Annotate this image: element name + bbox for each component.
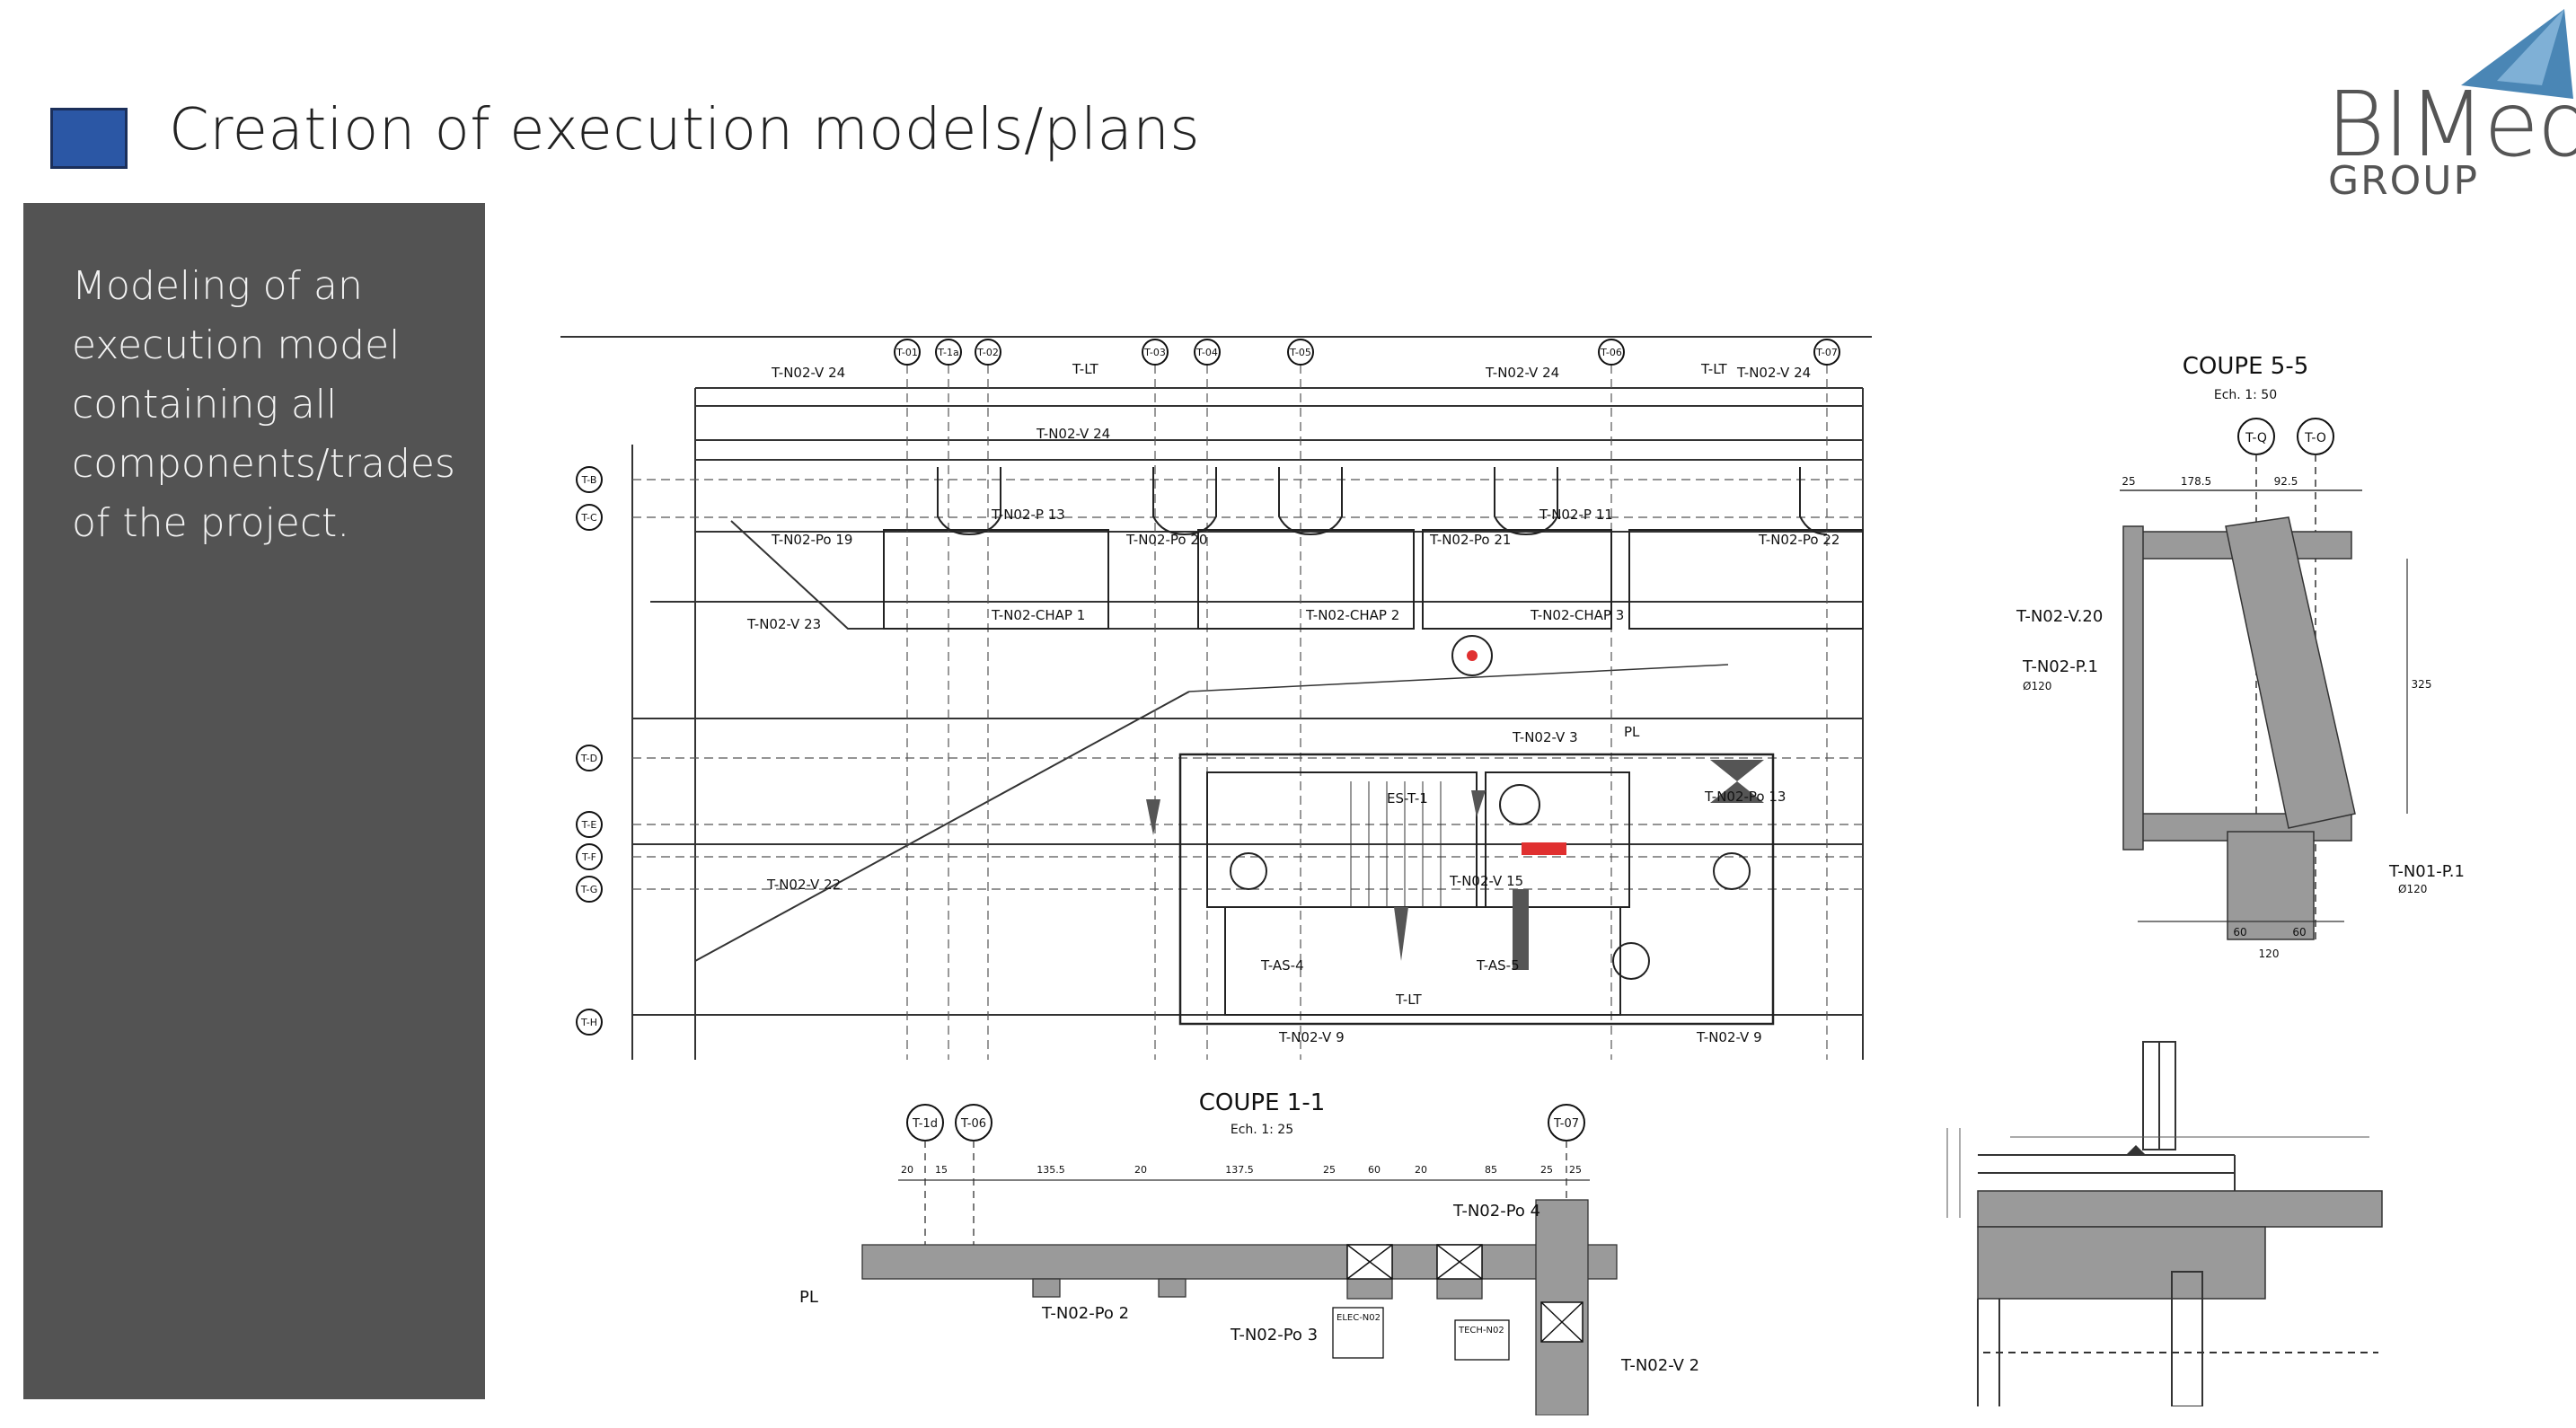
svg-text:T-LT: T-LT xyxy=(1072,361,1098,377)
svg-text:T-N02-V 22: T-N02-V 22 xyxy=(766,877,841,893)
svg-text:T-D: T-D xyxy=(580,753,597,764)
svg-text:T-N02-CHAP 3: T-N02-CHAP 3 xyxy=(1530,607,1624,623)
svg-text:T-N02-V 24: T-N02-V 24 xyxy=(1485,365,1559,381)
svg-text:T-AS-4: T-AS-4 xyxy=(1260,957,1304,974)
svg-text:T-N02-V 3: T-N02-V 3 xyxy=(1512,729,1578,745)
svg-text:T-N02-P 13: T-N02-P 13 xyxy=(991,507,1065,523)
grid-label-t-q: T-Q xyxy=(2245,431,2267,445)
dim-120: 120 xyxy=(2259,948,2280,960)
svg-text:T-05: T-05 xyxy=(1289,347,1311,358)
svg-text:T-N02-V 24: T-N02-V 24 xyxy=(1036,426,1110,442)
dim-60a: 60 xyxy=(2233,926,2246,939)
dim-c11-85: 85 xyxy=(1485,1164,1497,1176)
svg-text:T-N02-Po 13: T-N02-Po 13 xyxy=(1704,789,1786,805)
coupe-5-5-label-pile: T-N02-P.1 xyxy=(2022,657,2098,676)
grid-label-t-07: T-07 xyxy=(1553,1117,1579,1131)
coupe-1-1-title: COUPE 1-1 xyxy=(1199,1089,1326,1116)
dim-c11-137: 137.5 xyxy=(1225,1164,1254,1176)
svg-text:T-N02-V 24: T-N02-V 24 xyxy=(771,365,845,381)
coupe-1-1-label-po4: T-N02-Po 4 xyxy=(1452,1202,1540,1221)
grid-label-t-06: T-06 xyxy=(960,1117,986,1131)
svg-text:T-N02-Po 19: T-N02-Po 19 xyxy=(771,532,852,548)
svg-text:T-N02-V 24: T-N02-V 24 xyxy=(1736,365,1811,381)
coupe-5-5-title: COUPE 5-5 xyxy=(2183,353,2309,380)
section-coupe-1-1: COUPE 1-1 Ech. 1: 25 T-1d T-06 T-07 T-N0… xyxy=(781,1083,1751,1415)
coupe-1-1-label-po3: T-N02-Po 3 xyxy=(1230,1326,1318,1344)
svg-text:T-1a: T-1a xyxy=(937,347,958,358)
svg-text:T-N02-V 9: T-N02-V 9 xyxy=(1696,1029,1762,1045)
svg-text:PL: PL xyxy=(1624,724,1640,740)
dim-c11-20: 20 xyxy=(901,1164,913,1176)
svg-text:T-LT: T-LT xyxy=(1700,361,1727,377)
svg-text:T-07: T-07 xyxy=(1815,347,1838,358)
svg-text:T-AS-5: T-AS-5 xyxy=(1476,957,1520,974)
dim-c11-15: 15 xyxy=(935,1164,948,1176)
detail-drawing xyxy=(1929,1038,2387,1406)
dim-c11-20c: 20 xyxy=(1415,1164,1427,1176)
svg-text:T-N02-V 23: T-N02-V 23 xyxy=(746,616,821,632)
coupe-1-1-label-elec: ELEC-N02 xyxy=(1337,1313,1381,1323)
coupe-1-1-label-pl: PL xyxy=(799,1288,818,1307)
dim-178-5: 178.5 xyxy=(2181,475,2211,488)
svg-text:T-N02-CHAP 1: T-N02-CHAP 1 xyxy=(991,607,1085,623)
svg-text:T-N02-Po 20: T-N02-Po 20 xyxy=(1125,532,1207,548)
svg-text:T-N02-Po 21: T-N02-Po 21 xyxy=(1429,532,1511,548)
title-square-icon xyxy=(50,108,128,169)
dim-c11-25: 25 xyxy=(1323,1164,1336,1176)
grid-label-t-1d: T-1d xyxy=(912,1117,938,1131)
coupe-1-1-label-v2: T-N02-V 2 xyxy=(1620,1356,1699,1375)
svg-text:T-B: T-B xyxy=(581,474,597,486)
svg-text:T-N02-Po 22: T-N02-Po 22 xyxy=(1758,532,1839,548)
coupe-5-5-label-lower-dia: Ø120 xyxy=(2398,883,2427,895)
execution-plan-drawing: T-N02-V 24 T-LT T-N02-V 24 T-LT T-N02-V … xyxy=(560,332,1872,1062)
svg-text:T-N02-V 9: T-N02-V 9 xyxy=(1278,1029,1345,1045)
logo-text: BIMeo xyxy=(2326,72,2576,177)
coupe-5-5-scale: Ech. 1: 50 xyxy=(2214,388,2277,402)
bimeo-logo-icon xyxy=(2461,9,2573,99)
svg-text:T-LT: T-LT xyxy=(1395,992,1422,1008)
sidebar-description: Modeling of an execution model containin… xyxy=(72,263,455,546)
coupe-5-5-label-dia: Ø120 xyxy=(2023,680,2051,692)
dim-c11-20b: 20 xyxy=(1134,1164,1147,1176)
coupe-5-5-label-lower-pile: T-N01-P.1 xyxy=(2388,862,2465,881)
coupe-5-5-label-beam: T-N02-V.20 xyxy=(2016,607,2103,626)
svg-text:T-06: T-06 xyxy=(1600,347,1622,358)
svg-text:T-N02-CHAP 2: T-N02-CHAP 2 xyxy=(1305,607,1399,623)
svg-text:T-04: T-04 xyxy=(1195,347,1218,358)
dim-92-5: 92.5 xyxy=(2274,475,2298,488)
svg-text:T-02: T-02 xyxy=(976,347,999,358)
svg-text:T-G: T-G xyxy=(580,884,598,895)
dim-c11-25b: 25 xyxy=(1540,1164,1553,1176)
svg-text:T-N02-V 15: T-N02-V 15 xyxy=(1449,873,1523,889)
svg-text:T-F: T-F xyxy=(581,851,596,863)
grid-label-t-o: T-O xyxy=(2304,431,2326,445)
dim-25: 25 xyxy=(2122,475,2135,488)
page-title: Creation of execution models/plans xyxy=(169,97,1201,163)
section-coupe-5-5: COUPE 5-5 Ech. 1: 50 T-Q T-O T-N02-V.20 … xyxy=(2003,347,2470,966)
dim-c11-25c: 25 xyxy=(1569,1164,1582,1176)
logo-subtext: GROUP xyxy=(2328,158,2480,204)
svg-text:T-01: T-01 xyxy=(895,347,918,358)
dim-325: 325 xyxy=(2412,678,2432,691)
coupe-1-1-label-tech: TECH-N02 xyxy=(1458,1326,1504,1335)
dim-c11-60: 60 xyxy=(1368,1164,1381,1176)
coupe-1-1-scale: Ech. 1: 25 xyxy=(1231,1123,1293,1137)
svg-text:T-N02-P 11: T-N02-P 11 xyxy=(1539,507,1613,523)
coupe-1-1-label-po2: T-N02-Po 2 xyxy=(1041,1304,1129,1323)
svg-text:T-C: T-C xyxy=(580,512,597,524)
dim-c11-135: 135.5 xyxy=(1037,1164,1065,1176)
sidebar-panel: Modeling of an execution model containin… xyxy=(23,203,485,1399)
dim-60b: 60 xyxy=(2292,926,2306,939)
svg-text:T-H: T-H xyxy=(580,1017,597,1028)
svg-text:T-03: T-03 xyxy=(1143,347,1166,358)
svg-text:T-E: T-E xyxy=(581,819,597,831)
svg-text:ES-T-1: ES-T-1 xyxy=(1387,790,1428,807)
